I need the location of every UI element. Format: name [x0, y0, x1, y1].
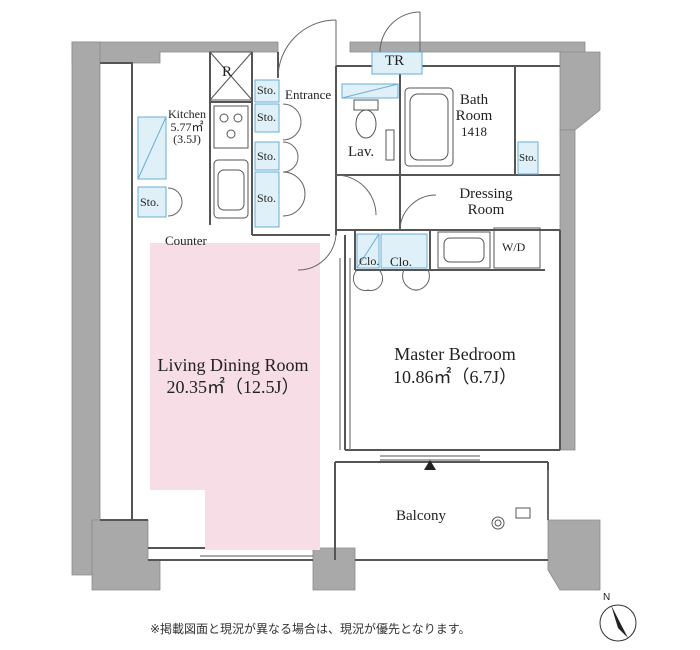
kitchen-sink [213, 159, 249, 219]
balcony-unit [515, 507, 531, 519]
living-room-area: 20.35㎡（12.5J） [166, 376, 300, 397]
bath-size: 1418 [461, 123, 487, 139]
footnote: ※掲載図面と現況が異なる場合は、現況が優先となります。 [150, 622, 471, 636]
bath-label: Bath Room 1418 [452, 92, 496, 139]
kitchen-area: 5.77㎡ [170, 119, 204, 134]
refrigerator-label: R [222, 64, 233, 80]
entrance-label: Entrance [285, 87, 332, 102]
door-swings [167, 11, 437, 292]
compass-north-label: N [603, 592, 611, 603]
dressing-line1: Dressing [459, 186, 513, 202]
vanity [437, 231, 491, 269]
north-compass-icon [599, 604, 637, 642]
living-room-fill [150, 243, 320, 550]
living-room-label: Living Dining Room 20.35㎡（12.5J） [128, 356, 338, 397]
toilet [353, 99, 379, 139]
bath-line2: Room [455, 107, 493, 124]
lav-cabinet [385, 129, 395, 161]
dressing-line2: Room [467, 201, 505, 218]
storage-label-1: Sto. [257, 83, 277, 97]
closet-label-1: Clo. [359, 254, 380, 268]
kitchen-label: Kitchen 5.77㎡ (3.5J) [162, 108, 212, 146]
fixtures [137, 51, 539, 269]
storage-label-bath: Sto. [519, 152, 537, 164]
balcony-drain [491, 516, 505, 530]
trunk-room-label: TR [385, 53, 405, 69]
bedroom-name: Master Bedroom [394, 344, 516, 364]
balcony-label: Balcony [396, 508, 446, 524]
storage-label-4: Sto. [257, 191, 277, 205]
counter-label: Counter [165, 233, 207, 248]
bathtub [404, 87, 454, 167]
refrigerator [209, 51, 253, 101]
bedroom-label: Master Bedroom 10.86㎡（6.7J） [355, 345, 555, 387]
exterior-walls [71, 41, 601, 591]
bath-line1: Bath [459, 92, 489, 108]
kitchen-tatami: (3.5J) [173, 132, 201, 147]
sliding-doors [200, 258, 549, 557]
entry-arrow [424, 460, 436, 470]
storage-label-kitchen: Sto. [140, 195, 160, 209]
dressing-label: Dressing Room [446, 186, 526, 219]
closet-label-2: Clo. [390, 254, 413, 269]
storage-label-3: Sto. [257, 149, 277, 163]
kitchen-name: Kitchen [168, 107, 206, 121]
stove [213, 105, 249, 149]
storage-label-2: Sto. [257, 110, 277, 124]
lavatory-label: Lav. [348, 144, 375, 160]
washer-label: W/D [502, 240, 526, 254]
living-room-name: Living Dining Room [157, 355, 309, 375]
bedroom-area: 10.86㎡（6.7J） [392, 366, 517, 387]
washer-box [493, 227, 541, 269]
